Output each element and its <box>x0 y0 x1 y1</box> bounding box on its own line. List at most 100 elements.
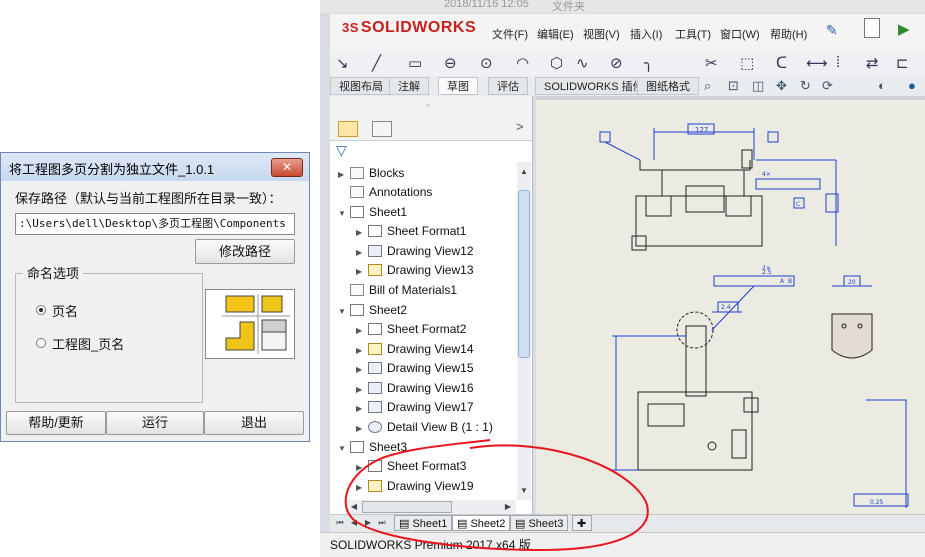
scroll-right-icon[interactable]: ▶ <box>504 502 512 511</box>
modify-path-button[interactable]: 修改路径 <box>195 239 295 264</box>
sheet-icon <box>350 206 364 218</box>
new-document-icon[interactable] <box>864 18 880 38</box>
menu-tools[interactable]: 工具(T) <box>675 29 712 41</box>
display-style-icon[interactable]: ◐ <box>878 78 886 93</box>
scroll-down-icon[interactable]: ▼ <box>520 486 528 495</box>
previous-sheet-icon[interactable]: ◀ <box>350 518 358 527</box>
convert-entities-icon[interactable]: ⬚ <box>740 55 755 72</box>
radio-drawing-page-name[interactable] <box>36 338 46 348</box>
line-tool-icon[interactable]: ╱ <box>372 55 382 72</box>
option-page-name-label[interactable]: 页名 <box>52 304 79 319</box>
circle-tool-icon[interactable]: ⊙ <box>480 55 493 72</box>
help-update-button[interactable]: 帮助/更新 <box>6 411 106 435</box>
slot-tool-icon[interactable]: ⊖ <box>444 55 457 72</box>
tree-row[interactable]: ▶Drawing View14 <box>356 342 474 356</box>
zoom-area-icon[interactable]: ⊡ <box>728 78 739 93</box>
dimension-127: 127 <box>695 126 708 134</box>
filter-icon[interactable]: ▽ <box>336 142 347 158</box>
linear-pattern-icon[interactable]: ⁞ <box>836 54 841 71</box>
sheet-tab-1[interactable]: ▤ Sheet1 <box>394 515 453 531</box>
tree-row[interactable]: ▶Drawing View13 <box>356 263 474 277</box>
expand-panel-chevron-icon[interactable]: > <box>516 119 524 134</box>
tree-row[interactable]: ▼Sheet2 <box>338 303 408 317</box>
move-entities-icon[interactable]: ⇄ <box>866 55 879 72</box>
tab-solidworks-addins[interactable]: SOLIDWORKS 插件 <box>535 77 653 95</box>
tab-sketch[interactable]: 草图 <box>438 77 478 95</box>
menu-help[interactable]: 帮助(H) <box>770 29 808 41</box>
drawing-view-icon <box>368 382 382 394</box>
menu-insert[interactable]: 插入(I) <box>630 29 663 41</box>
tree-row[interactable]: ▼Sheet3 <box>338 440 408 454</box>
tab-annotation[interactable]: 注解 <box>389 77 429 95</box>
sheet-format-icon <box>368 323 382 335</box>
smart-dimension-icon[interactable]: ↘ <box>336 55 349 72</box>
mirror-entities-icon[interactable]: ⟷ <box>806 55 828 72</box>
tab-evaluate[interactable]: 评估 <box>488 77 528 95</box>
tree-hscroll-thumb[interactable] <box>362 501 452 513</box>
tree-row[interactable]: Annotations <box>338 183 432 202</box>
tree-row[interactable]: ▶Sheet Format1 <box>356 224 467 238</box>
hand-drawn-annotation-circle <box>344 439 649 552</box>
scroll-left-icon[interactable]: ◀ <box>350 502 358 511</box>
save-path-field[interactable]: :\Users\dell\Desktop\多页工程图\Components <box>15 213 295 235</box>
menu-edit[interactable]: 编辑(E) <box>537 29 574 41</box>
menu-window[interactable]: 窗口(W) <box>720 29 760 41</box>
first-sheet-icon[interactable]: ⏮ <box>336 518 344 527</box>
appearance-icon[interactable]: ● <box>908 78 916 93</box>
tree-row[interactable]: ▶Detail View B (1 : 1) <box>356 420 493 434</box>
tree-row[interactable]: ▶Drawing View17 <box>356 400 474 414</box>
redraw-icon[interactable]: ⟳ <box>822 78 833 93</box>
feature-manager-tab-icon[interactable] <box>338 121 358 137</box>
sheet-tab-2[interactable]: ▤ Sheet2 <box>452 515 511 531</box>
next-sheet-icon[interactable]: ▶ <box>364 518 372 527</box>
datum-a: A <box>780 278 785 285</box>
option-drawing-page-name-label[interactable]: 工程图_页名 <box>52 337 125 352</box>
trim-entities-icon[interactable]: ✂ <box>705 55 718 72</box>
tree-row[interactable]: Bill of Materials1 <box>338 281 457 300</box>
radio-page-name[interactable] <box>36 305 46 315</box>
drawing-view-top <box>599 123 839 251</box>
close-icon[interactable]: ✕ <box>271 158 303 177</box>
last-sheet-icon[interactable]: ⏭ <box>378 518 386 527</box>
arc-tool-icon[interactable]: ◠ <box>516 55 530 72</box>
tab-sheet-format[interactable]: 图纸格式 <box>637 77 699 95</box>
tree-row[interactable]: ▶Drawing View16 <box>356 381 474 395</box>
tree-row[interactable]: ▼Sheet1 <box>338 205 408 219</box>
fillet-tool-icon[interactable]: ╮ <box>644 55 654 72</box>
polygon-tool-icon[interactable]: ⬡ <box>550 55 564 72</box>
add-sheet-icon[interactable]: ✚ <box>572 515 592 531</box>
offset-entities-icon[interactable]: ᑕ <box>776 55 787 72</box>
dimension-2-4: 2.4 <box>721 304 731 311</box>
drawing-view-icon <box>368 245 382 257</box>
splitter-handle-icon[interactable]: ◦ <box>426 100 430 110</box>
tree-row[interactable]: ▶Sheet Format2 <box>356 322 467 336</box>
tree-row[interactable]: ▶Drawing View19 <box>356 479 474 493</box>
background-explorer-strip: 2018/11/16 12:05 文件夹 <box>320 0 925 13</box>
tree-row[interactable]: ▶Drawing View12 <box>356 244 474 258</box>
rotate-icon[interactable]: ↻ <box>800 78 811 93</box>
pin-icon[interactable]: ✎ <box>826 22 838 38</box>
menu-file[interactable]: 文件(F) <box>492 29 529 41</box>
spline-tool-icon[interactable]: ∿ <box>576 55 589 72</box>
scroll-up-icon[interactable]: ▲ <box>520 167 528 176</box>
ellipse-tool-icon[interactable]: ⊘ <box>610 55 623 72</box>
sheet-tab-3[interactable]: ▤ Sheet3 <box>510 515 569 531</box>
open-document-icon[interactable]: ▶ <box>898 21 910 38</box>
tree-row[interactable]: ▶Blocks <box>338 166 405 180</box>
previous-view-icon[interactable]: ◫ <box>752 78 765 93</box>
quick-snaps-icon[interactable]: ⊏ <box>896 55 909 72</box>
drawing-canvas[interactable] <box>536 96 925 514</box>
run-button[interactable]: 运行 <box>106 411 204 435</box>
zoom-to-fit-icon[interactable]: ⌕ <box>704 78 712 93</box>
menu-view[interactable]: 视图(V) <box>583 29 620 41</box>
tree-row[interactable]: ▶Drawing View15 <box>356 361 474 375</box>
sheet-icon <box>350 441 364 453</box>
property-manager-tab-icon[interactable] <box>372 121 392 137</box>
pan-icon[interactable]: ✥ <box>776 78 787 93</box>
exit-button[interactable]: 退出 <box>204 411 304 435</box>
dialog-title: 将工程图多页分割为独立文件_1.0.1 <box>9 162 215 177</box>
sketch-toolbar <box>330 50 925 77</box>
rectangle-tool-icon[interactable]: ▭ <box>408 55 423 72</box>
tree-scroll-thumb[interactable] <box>518 190 530 358</box>
tab-view-layout[interactable]: 视图布局 <box>330 77 392 95</box>
